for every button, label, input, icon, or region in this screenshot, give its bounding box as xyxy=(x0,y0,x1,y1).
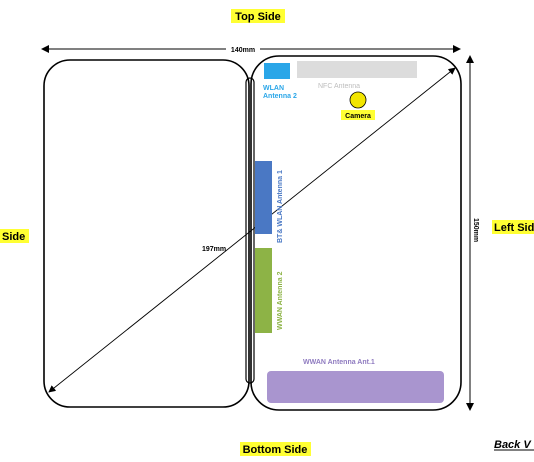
nfc-antenna-block xyxy=(297,61,417,78)
wlan-antenna-2-label-line1: WLAN xyxy=(263,85,284,92)
hinge xyxy=(245,77,255,384)
wwan-antenna-ant1-block xyxy=(267,371,444,403)
wlan-antenna-2-label-line2: Antenna 2 xyxy=(263,93,297,100)
bottom-side-label: Bottom Side xyxy=(243,444,308,456)
top-side-highlight xyxy=(231,9,285,23)
width-dimension-label: 140mm xyxy=(231,47,255,54)
right-side-label: Side xyxy=(2,231,25,243)
back-view-label: Back V xyxy=(494,439,532,451)
diagonal-dimension-label: 197mm xyxy=(202,246,226,253)
wwan-antenna-2-block xyxy=(255,248,272,333)
wwan-antenna-ant1-label: WWAN Antenna Ant.1 xyxy=(303,359,375,366)
bt-wlan-antenna-1-block xyxy=(255,161,272,234)
wwan-antenna-2-label: WWAN Antenna 2 xyxy=(277,271,284,330)
width-dimension-bg xyxy=(226,44,260,54)
height-dimension-label: 150mm xyxy=(472,218,479,242)
left-side-highlight xyxy=(492,220,534,234)
nfc-antenna-label: NFC Antenna xyxy=(318,83,360,90)
top-side-label: Top Side xyxy=(235,11,281,23)
camera-label: Camera xyxy=(345,113,371,120)
right-side-highlight xyxy=(0,229,29,243)
left-panel xyxy=(43,59,250,408)
bt-wlan-antenna-1-label: BT& WLAN Antenna 1 xyxy=(277,170,284,243)
diagonal-dimension-arrow xyxy=(48,67,456,393)
camera-icon xyxy=(349,91,367,109)
left-side-label: Left Side xyxy=(494,222,534,234)
camera-label-highlight xyxy=(341,110,375,120)
wlan-antenna-2-block xyxy=(264,63,290,79)
bottom-side-highlight xyxy=(240,442,311,456)
